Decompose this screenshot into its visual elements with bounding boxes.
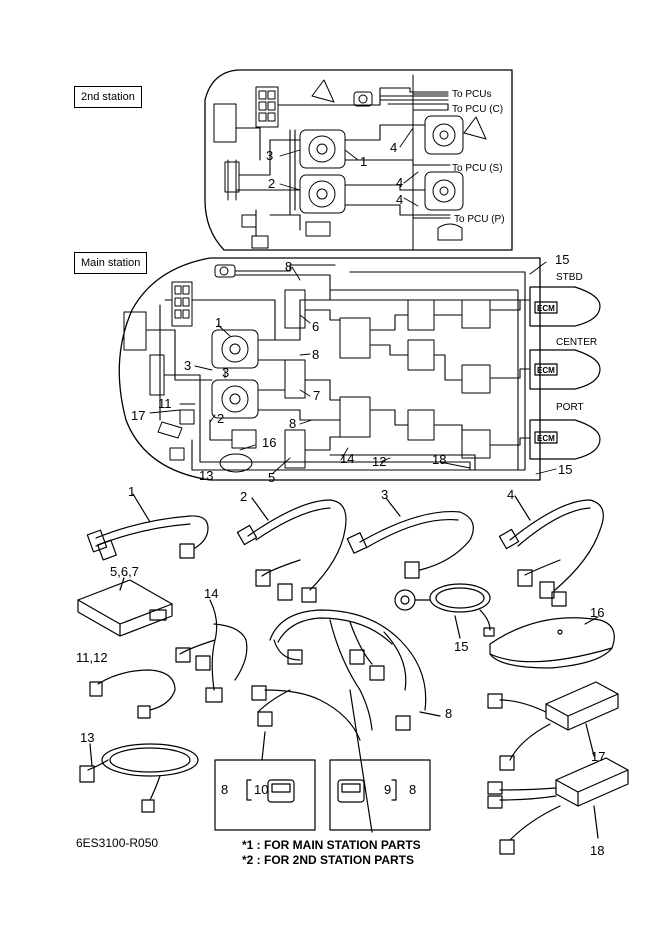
callout-8-part: 8	[445, 706, 453, 721]
to-pcu-c-label: To PCU (C)	[452, 104, 504, 115]
callout-6-main: 6	[312, 319, 320, 334]
stbd-label: STBD	[556, 272, 583, 283]
note-second-station: *2 : FOR 2ND STATION PARTS	[242, 853, 415, 867]
callout-4-part: 4	[507, 487, 515, 502]
callout-1-main: 1	[215, 315, 223, 330]
inset-left-callout-8: 8	[221, 782, 229, 797]
part-17-unit	[487, 681, 619, 771]
callout-17-part: 17	[591, 749, 606, 764]
center-label: CENTER	[556, 337, 598, 348]
part-13-cable	[79, 743, 199, 813]
callout-1-second: 1	[360, 154, 368, 169]
part-4-harness	[498, 495, 604, 607]
part-8-main-harness	[251, 609, 441, 833]
ecm-port-label: ECM	[537, 434, 555, 443]
callout-12-main: 12	[372, 454, 387, 469]
callout-14-main: 14	[340, 451, 355, 466]
callout-3-main-b: 3	[222, 365, 230, 380]
callout-14-part: 14	[204, 586, 219, 601]
callout-3-second: 3	[266, 148, 274, 163]
note-main-station: *1 : FOR MAIN STATION PARTS	[242, 838, 421, 852]
to-pcus-label: To PCUs	[452, 89, 492, 100]
inset-right-callout-8: 8	[409, 782, 417, 797]
part-15-cable	[394, 583, 495, 639]
port-label: PORT	[556, 402, 584, 413]
diagram-code: 6ES3100-R050	[76, 836, 159, 850]
part-14-harness	[175, 599, 248, 703]
callout-1-part: 1	[128, 484, 136, 499]
inset-left-callout-10: 10	[254, 782, 269, 797]
leader-lines	[149, 93, 557, 475]
callout-8-main-top: 8	[285, 259, 293, 274]
inset-box-left	[214, 759, 316, 831]
callout-3-part: 3	[381, 487, 389, 502]
part-18-unit	[487, 757, 629, 855]
callout-15-part: 15	[454, 639, 469, 654]
main-station-harness	[145, 264, 531, 471]
callout-11-12-part: 11,12	[76, 650, 108, 665]
callout-2-part: 2	[240, 489, 248, 504]
part-16-cover	[489, 616, 615, 669]
callout-4a-second: 4	[390, 140, 398, 155]
callout-7-main: 7	[313, 388, 321, 403]
ecm-units	[529, 286, 601, 460]
inset-box-right	[329, 759, 431, 831]
main-station-label: Main station	[74, 252, 148, 274]
main-station-outline	[118, 257, 541, 481]
to-pcu-s-label: To PCU (S)	[452, 163, 503, 174]
callout-16-main: 16	[262, 435, 277, 450]
callout-18-part: 18	[590, 843, 605, 858]
callout-8-main-mid: 8	[312, 347, 320, 362]
callout-17-main: 17	[131, 408, 146, 423]
callout-8-main-low: 8	[289, 416, 297, 431]
ecm-stbd-label: ECM	[537, 304, 555, 313]
callout-13-part: 13	[80, 730, 95, 745]
callout-16-part: 16	[590, 605, 605, 620]
second-station-label: 2nd station	[74, 86, 142, 108]
callout-3-main-a: 3	[184, 358, 192, 373]
part-5-6-7-module	[77, 577, 173, 637]
callout-2-main: 2	[217, 411, 225, 426]
inset-connectors	[246, 779, 397, 803]
callout-11-main: 11	[158, 396, 172, 411]
ecm-center-label: ECM	[537, 366, 555, 375]
part-3-harness	[346, 497, 474, 579]
callout-2-second: 2	[268, 176, 276, 191]
second-station-components	[213, 79, 487, 249]
second-station-outline	[204, 69, 513, 251]
callout-5-6-7-part: 5,6,7	[110, 564, 139, 579]
callout-4b-second: 4	[396, 175, 404, 190]
callout-4c-second: 4	[396, 192, 404, 207]
part-2-harness	[236, 497, 347, 603]
main-station-components	[123, 264, 491, 473]
callout-15-main: 15	[558, 462, 573, 477]
part-11-12-sensor	[89, 669, 176, 719]
to-pcu-p-label: To PCU (P)	[454, 214, 505, 225]
callout-15-top: 15	[555, 252, 570, 267]
callout-13-main: 13	[199, 468, 214, 483]
inset-right-callout-9: 9	[384, 782, 392, 797]
callout-18-main: 18	[432, 452, 447, 467]
part-1-harness	[86, 493, 209, 561]
callout-5-main: 5	[268, 470, 276, 485]
